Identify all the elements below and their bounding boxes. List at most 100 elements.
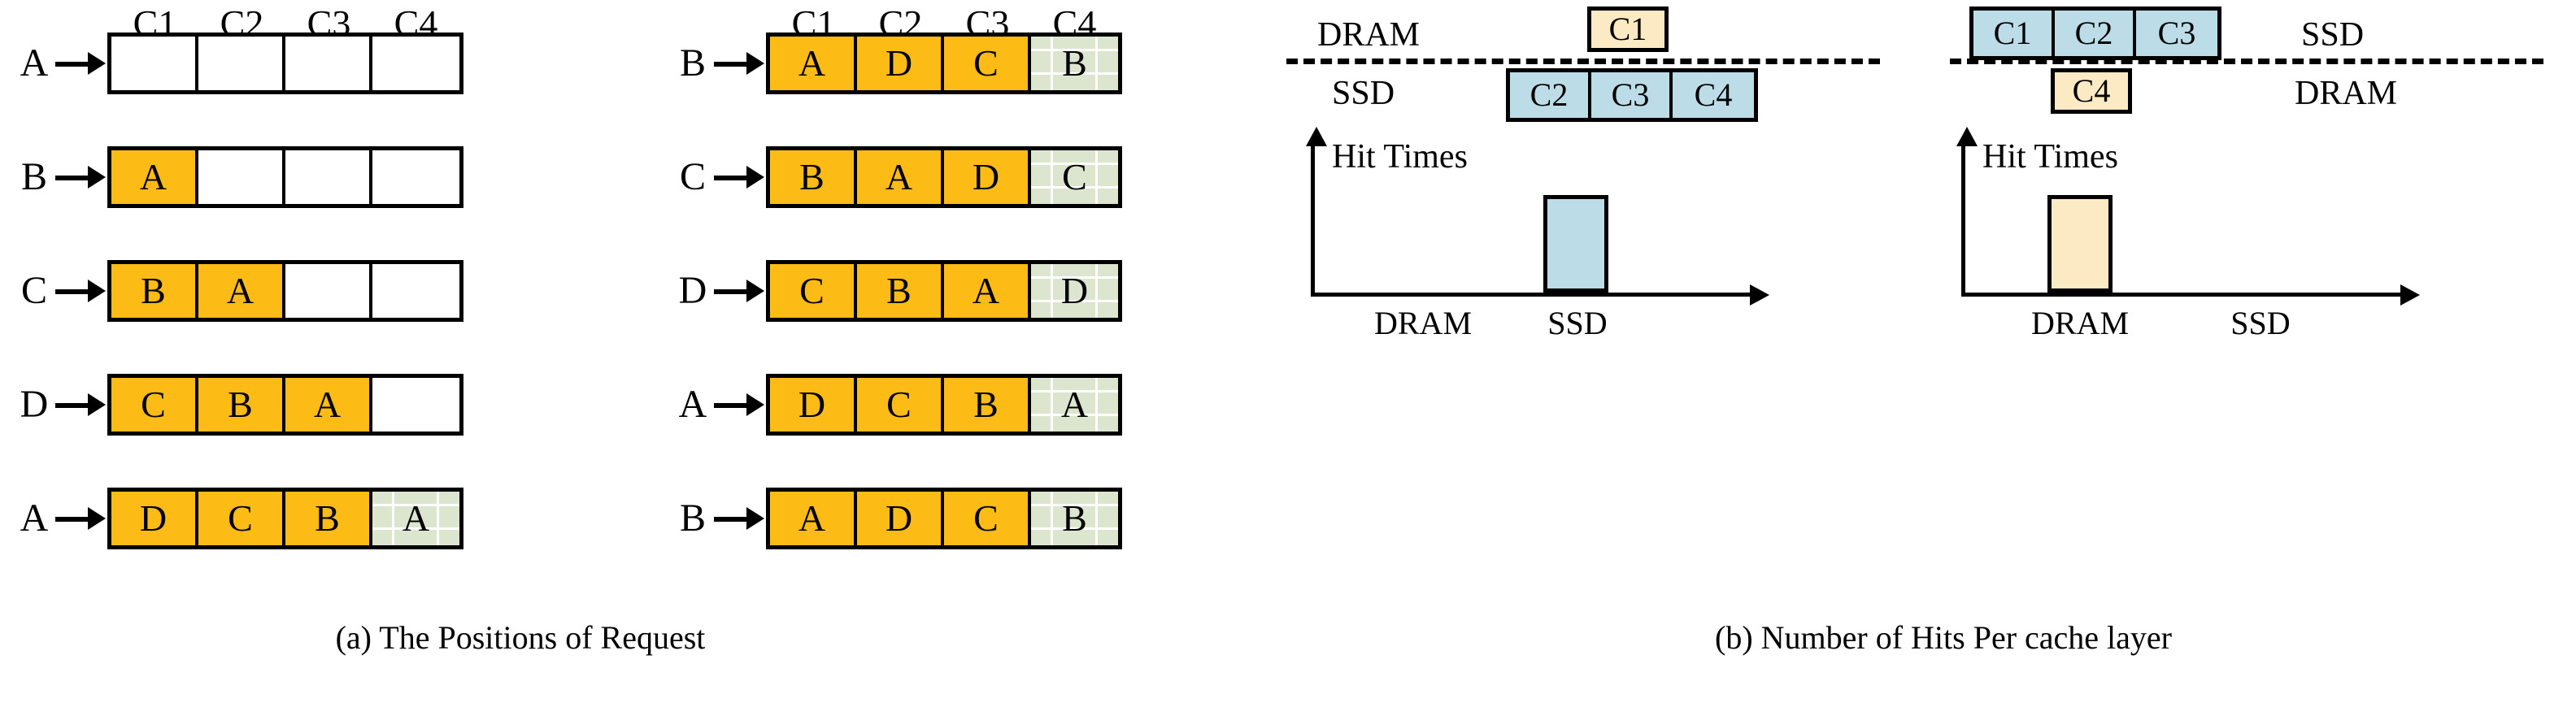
cache-slot-c4: A [1031,378,1118,432]
cache-slot-value: D [1060,270,1089,311]
cache-slot-strip: A [107,146,463,208]
cache-slot-value: A [139,156,168,197]
left-chart-bar-ssd [1543,195,1608,293]
right-chart-y-axis [1961,145,1965,296]
arrow-right-icon [714,279,764,303]
cache-slot-c1: B [111,264,198,318]
cache-slot-value: A [972,270,1000,311]
cache-slot-c3 [285,150,372,204]
cache-slot-c4 [372,378,459,432]
ssd-chunk-c1: C1 [1973,11,2055,56]
left-chart-y-axis-title: Hit Times [1332,138,1468,176]
row-request-label: A [20,497,49,540]
cache-slot-c2: D [857,492,944,545]
table-row: A [16,33,463,94]
right-diagram-lower-layer-label: DRAM [2295,75,2398,112]
panel-a-caption: (a) The Positions of Request [335,619,706,656]
cache-slot-value: B [315,497,340,539]
left-diagram-dram-chunk-c1-label: C1 [1608,11,1647,47]
arrow-right-icon [714,393,764,417]
right-chart-bar-dram [2047,195,2113,293]
cache-slot-c1: D [770,378,857,432]
left-diagram-lower-layer-label: SSD [1332,75,1395,112]
cache-slot-c2 [198,37,285,90]
cache-slot-value: C [228,497,253,539]
arrow-right-icon [714,506,764,531]
cache-slot-c4: B [1031,492,1118,545]
arrow-right-icon [55,51,106,76]
cache-slot-c4 [372,150,459,204]
cache-slot-value: C [1062,156,1087,197]
cache-slot-c1: B [770,150,857,204]
cache-slot-value: B [228,384,253,425]
cache-slot-value: D [139,497,168,539]
cache-slot-c4 [372,37,459,90]
row-request-label: B [679,497,706,540]
panel-b-caption: (b) Number of Hits Per cache layer [1715,619,2172,656]
cache-slot-c1: C [111,378,198,432]
arrow-right-icon [714,51,764,76]
cache-slot-value: C [973,497,999,539]
cache-slot-c3: A [944,264,1031,318]
row-request-label: C [679,155,706,198]
cache-slot-c3: A [285,378,372,432]
cache-slot-value: A [798,42,826,84]
right-chart-xtick-dram: DRAM [2030,305,2130,341]
left-chart-xtick-ssd: SSD [1547,305,1608,341]
ssd-chunk-c2: C2 [2055,11,2136,56]
row-request-label: A [678,383,707,426]
left-chart-x-axis [1311,293,1751,297]
arrow-right-icon [55,393,106,417]
row-request-label: B [679,41,706,85]
cache-slot-c2 [198,150,285,204]
cache-slot-c4: B [1031,37,1118,90]
cache-slot-c1 [111,37,198,90]
cache-slot-c2: C [857,378,944,432]
cache-slot-c3: D [944,150,1031,204]
arrow-right-icon [714,165,764,189]
cache-slot-c4: A [372,492,459,545]
cache-slot-value: D [885,497,913,539]
arrow-right-icon [55,279,106,303]
cache-slot-c1: C [770,264,857,318]
cache-slot-value: B [799,156,825,197]
cache-slot-c2: B [198,378,285,432]
row-request-label: B [20,155,47,198]
left-chart-y-axis-arrow [1306,127,1327,146]
cache-slot-value: A [885,156,913,197]
cache-slot-c1: A [111,150,198,204]
arrow-right-icon [55,165,106,189]
cache-slot-value: D [972,156,1000,197]
cache-slot-c1: A [770,37,857,90]
cache-slot-value: D [885,42,913,84]
cache-slot-c4: C [1031,150,1118,204]
arrow-right-icon [55,506,106,531]
cache-slot-c1: D [111,492,198,545]
ssd-chunk-c3: C3 [1591,72,1673,118]
cache-slot-value: A [798,497,826,539]
right-diagram-dram-chunk-c4-label: C4 [2072,72,2111,109]
cache-slot-c2: C [198,492,285,545]
cache-slot-c3 [285,264,372,318]
left-diagram-upper-layer-label: DRAM [1317,16,1421,54]
right-diagram-upper-layer-label: SSD [2301,16,2365,54]
cache-slot-c3: C [944,37,1031,90]
cache-slot-value: C [141,384,166,425]
ssd-chunk-c2: C2 [1510,72,1591,118]
row-request-label: A [20,41,49,85]
right-diagram-divider [1950,59,2543,64]
right-diagram-dram-chunk-c4: C4 [2051,68,2132,114]
cache-slot-c2: D [857,37,944,90]
cache-slot-c3 [285,37,372,90]
